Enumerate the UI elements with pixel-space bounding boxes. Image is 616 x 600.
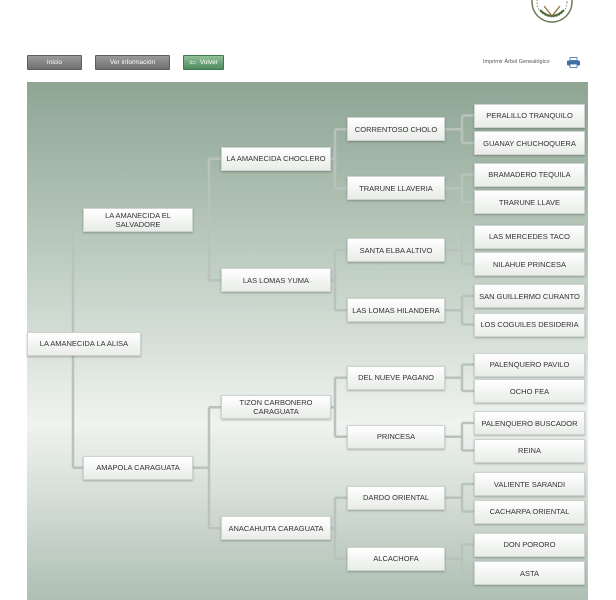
pedigree-node-gen4-2[interactable]: BRAMADERO TEQUILA <box>474 162 585 187</box>
ver-informacion-label: Ver información <box>109 59 156 66</box>
pedigree-node-gen4-4[interactable]: LAS MERCEDES TACO <box>474 224 585 249</box>
pedigree-node-gen4-0[interactable]: PERALILLO TRANQUILO <box>474 103 585 128</box>
pedigree-node-gen2-1[interactable]: LAS LOMAS YUMA <box>221 268 331 293</box>
pedigree-node-gen4-6[interactable]: SAN GUILLERMO CURANTO <box>474 284 585 308</box>
pedigree-node-gen3-6[interactable]: DARDO ORIENTAL <box>347 485 445 510</box>
arrow-left-icon: ⇦ <box>189 58 196 67</box>
pedigree-node-root[interactable]: LA AMANECIDA LA ALISA <box>27 331 141 356</box>
volver-button[interactable]: ⇦ Volver <box>183 55 224 70</box>
pedigree-node-gen4-7[interactable]: LOS COGUILES DESIDERIA <box>474 312 585 337</box>
pedigree-node-gen4-13[interactable]: CACHARPA ORIENTAL <box>474 499 585 524</box>
printer-icon[interactable] <box>566 57 581 68</box>
pedigree-node-gen3-3[interactable]: LAS LOMAS HILANDERA <box>347 298 445 323</box>
seal-logo-icon <box>531 0 573 23</box>
pedigree-node-gen3-4[interactable]: DEL NUEVE PAGANO <box>347 365 445 390</box>
pedigree-node-gen4-14[interactable]: DON PORORO <box>474 532 585 557</box>
volver-label: Volver <box>199 59 218 66</box>
pedigree-node-gen2-3[interactable]: ANACAHUITA CARAGUATA <box>221 516 331 541</box>
pedigree-node-gen4-5[interactable]: NILAHUE PRINCESA <box>474 252 585 276</box>
pedigree-node-gen4-3[interactable]: TRARUNE LLAVE <box>474 190 585 214</box>
pedigree-node-gen4-10[interactable]: PALENQUERO BUSCADOR <box>474 411 585 435</box>
pedigree-node-gen2-2[interactable]: TIZON CARBONERO CARAGUATA <box>221 395 331 420</box>
pedigree-node-gen3-7[interactable]: ALCACHOFA <box>347 546 445 571</box>
pedigree-node-gen4-1[interactable]: GUANAY CHUCHOQUERA <box>474 131 585 155</box>
pedigree-node-gen4-12[interactable]: VALIENTE SARANDI <box>474 472 585 496</box>
pedigree-node-gen3-2[interactable]: SANTA ELBA ALTIVO <box>347 238 445 263</box>
pedigree-node-gen4-9[interactable]: OCHO FEA <box>474 379 585 403</box>
pedigree-node-gen1-0[interactable]: LA AMANECIDA EL SALVADORE <box>83 207 193 232</box>
imprimir-arbol-link[interactable]: Imprimir Árbol Genealógico <box>483 59 550 65</box>
tree-connector-lines <box>71 114 474 575</box>
ver-informacion-button[interactable]: Ver información <box>95 55 170 70</box>
pedigree-node-gen2-0[interactable]: LA AMANECIDA CHOCLERO <box>221 146 331 171</box>
pedigree-node-gen4-15[interactable]: ASTA <box>474 561 585 585</box>
pedigree-node-gen1-1[interactable]: AMAPOLA CARAGUATA <box>83 455 193 480</box>
inicio-label: Inicio <box>46 59 63 66</box>
pedigree-node-gen3-5[interactable]: PRINCESA <box>347 424 445 449</box>
pedigree-node-gen3-1[interactable]: TRARUNE LLAVERIA <box>347 176 445 201</box>
pedigree-node-gen4-11[interactable]: REINA <box>474 438 585 463</box>
pedigree-node-gen3-0[interactable]: CORRENTOSO CHOLO <box>347 117 445 142</box>
pedigree-node-gen4-8[interactable]: PALENQUERO PAVILO <box>474 352 585 377</box>
inicio-button[interactable]: Inicio <box>27 55 82 70</box>
pedigree-tree-panel: LA AMANECIDA LA ALISA LA AMANECIDA EL SAL… <box>27 82 588 600</box>
